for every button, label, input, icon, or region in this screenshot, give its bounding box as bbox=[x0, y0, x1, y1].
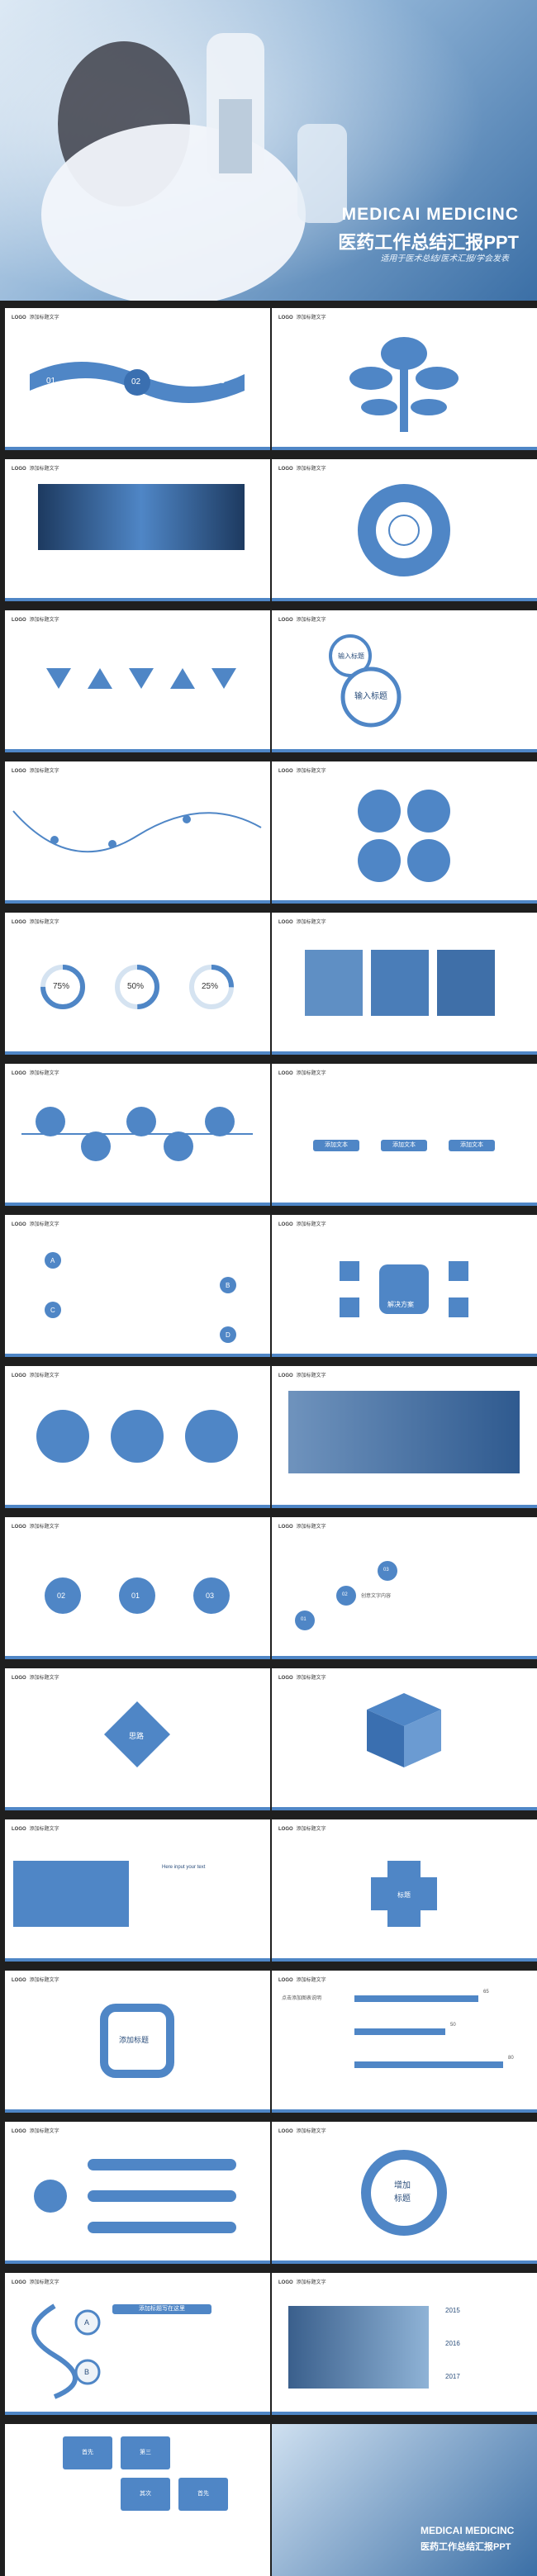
add-text-chip-1: 添加文本 bbox=[313, 1140, 359, 1151]
bar-value-65: 65 bbox=[483, 1990, 489, 1995]
input-title-large: 输入标题 bbox=[354, 692, 387, 701]
step-1: 01 bbox=[46, 377, 56, 386]
photo-1 bbox=[305, 950, 363, 1016]
banner-image bbox=[13, 1861, 129, 1927]
cover-title: MEDICAI MEDICINC bbox=[341, 205, 519, 224]
percent-50: 50% bbox=[127, 982, 145, 991]
idea-label: 思路 bbox=[129, 1732, 145, 1740]
ab-caption: 添加标题写在这里 bbox=[112, 2304, 211, 2314]
bar-value-80: 80 bbox=[508, 2056, 514, 2061]
cell-first: 首先 bbox=[63, 2436, 112, 2469]
input-title-small: 输入标题 bbox=[338, 652, 364, 660]
letter-b: B bbox=[226, 1282, 230, 1289]
add-text-chip-2: 添加文本 bbox=[381, 1140, 427, 1151]
node-2: 02 bbox=[342, 1592, 348, 1597]
center-top: 增加 bbox=[394, 2181, 411, 2190]
cell-third: 第三 bbox=[121, 2436, 170, 2469]
node-1: 01 bbox=[301, 1617, 307, 1622]
year-2015: 2015 bbox=[445, 2307, 460, 2314]
center-bottom: 标题 bbox=[394, 2194, 411, 2204]
node-3: 03 bbox=[383, 1568, 389, 1573]
cell-first-2: 首先 bbox=[178, 2478, 228, 2511]
bar-label: 点击添加图表说明 bbox=[282, 1996, 322, 2001]
percent-25: 25% bbox=[202, 982, 219, 991]
dna-image bbox=[38, 484, 245, 550]
cross-center: 标题 bbox=[397, 1891, 411, 1899]
cover-subtitle: 医药工作总结汇报PPT bbox=[338, 232, 519, 253]
letter-d: D bbox=[226, 1331, 230, 1339]
photo-2 bbox=[371, 950, 429, 1016]
bar-value-50: 50 bbox=[450, 2023, 456, 2028]
step-2: 02 bbox=[131, 377, 141, 387]
cell-second: 其次 bbox=[121, 2478, 170, 2511]
year-2017: 2017 bbox=[445, 2373, 460, 2380]
closing-subtitle: 医药工作总结汇报PPT bbox=[421, 2542, 511, 2552]
medal-03: 03 bbox=[206, 1592, 215, 1600]
cover-illustration bbox=[0, 0, 537, 301]
percent-75: 75% bbox=[53, 982, 70, 991]
recycle-center: 添加标题 bbox=[119, 2036, 150, 2044]
closing-slide: MEDICAI MEDICINC 医药工作总结汇报PPT bbox=[272, 2424, 537, 2576]
letter-b2: B bbox=[84, 2368, 90, 2376]
letter-a: A bbox=[50, 1257, 55, 1264]
medal-01: 01 bbox=[131, 1592, 140, 1600]
team-photo bbox=[288, 1391, 520, 1473]
photo-3 bbox=[437, 950, 495, 1016]
medal-02: 02 bbox=[57, 1592, 66, 1600]
letter-c: C bbox=[50, 1307, 55, 1314]
banner-text: Here input your text bbox=[162, 1865, 206, 1870]
years-photo bbox=[288, 2306, 429, 2389]
node-tag: 创意文字内容 bbox=[361, 1594, 392, 1599]
add-text-chip-3: 添加文本 bbox=[449, 1140, 495, 1151]
step-3: 03 bbox=[216, 377, 226, 386]
slide-grid: 首先 第三 其次 首先 bbox=[5, 2424, 270, 2576]
cover-description: 适用于医术总结/医术汇报/学会发表 bbox=[380, 254, 509, 263]
letter-a2: A bbox=[84, 2318, 90, 2327]
cover-slide: MEDICAI MEDICINC 医药工作总结汇报PPT 适用于医术总结/医术汇… bbox=[0, 0, 537, 301]
solution-label: 解决方案 bbox=[387, 1301, 414, 1308]
year-2016: 2016 bbox=[445, 2340, 460, 2347]
closing-title: MEDICAI MEDICINC bbox=[421, 2525, 515, 2536]
